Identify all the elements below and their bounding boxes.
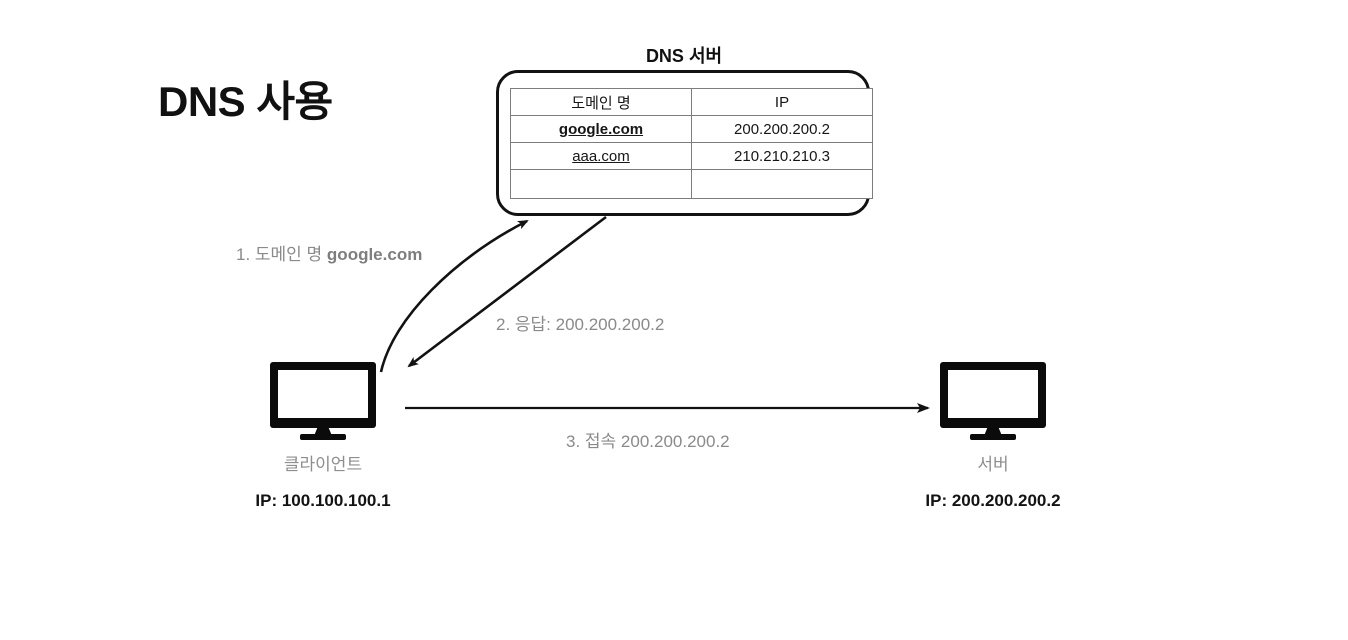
monitor-base (300, 434, 346, 440)
column-header-domain: 도메인 명 (510, 88, 692, 116)
cell-domain-aaa: aaa.com (510, 142, 692, 170)
step-1-text: 1. 도메인 명 (236, 245, 327, 264)
cell-ip-google: 200.200.200.2 (691, 115, 873, 143)
cell-domain-empty (510, 169, 692, 199)
page-title: DNS 사용 (158, 78, 333, 125)
cell-ip-empty (691, 169, 873, 199)
client-label: 클라이언트 (283, 455, 363, 474)
cell-ip-aaa: 210.210.210.3 (691, 142, 873, 170)
step-1-label: 1. 도메인 명 google.com (236, 240, 422, 265)
server-node: 서버 IP: 200.200.200.2 (913, 362, 1073, 511)
dns-record-table: 도메인 명 IP google.com 200.200.200.2 aaa.co… (510, 88, 873, 199)
monitor-neck (984, 428, 1002, 436)
cell-domain-google: google.com (510, 115, 692, 143)
client-ip: IP: 100.100.100.1 (255, 491, 391, 510)
table-row: aaa.com 210.210.210.3 (510, 142, 873, 170)
table-row: google.com 200.200.200.2 (510, 115, 873, 143)
monitor-neck (314, 428, 332, 436)
monitor-base (970, 434, 1016, 440)
monitor-screen (278, 370, 368, 418)
table-row-empty (510, 169, 873, 199)
column-header-ip: IP (691, 88, 873, 116)
table-header-row: 도메인 명 IP (510, 88, 873, 116)
arrow-dns-to-client (407, 215, 607, 368)
server-ip: IP: 200.200.200.2 (925, 491, 1061, 510)
client-node: 클라이언트 IP: 100.100.100.1 (243, 362, 403, 511)
monitor-icon (270, 362, 376, 440)
server-label: 서버 (977, 455, 1009, 474)
step-1-emphasis: google.com (326, 245, 423, 264)
monitor-screen (948, 370, 1038, 418)
step-2-label: 2. 응답: 200.200.200.2 (496, 315, 665, 334)
dns-server-caption: DNS 서버 (645, 46, 723, 66)
step-3-label: 3. 접속 200.200.200.2 (566, 432, 730, 451)
monitor-icon (940, 362, 1046, 440)
